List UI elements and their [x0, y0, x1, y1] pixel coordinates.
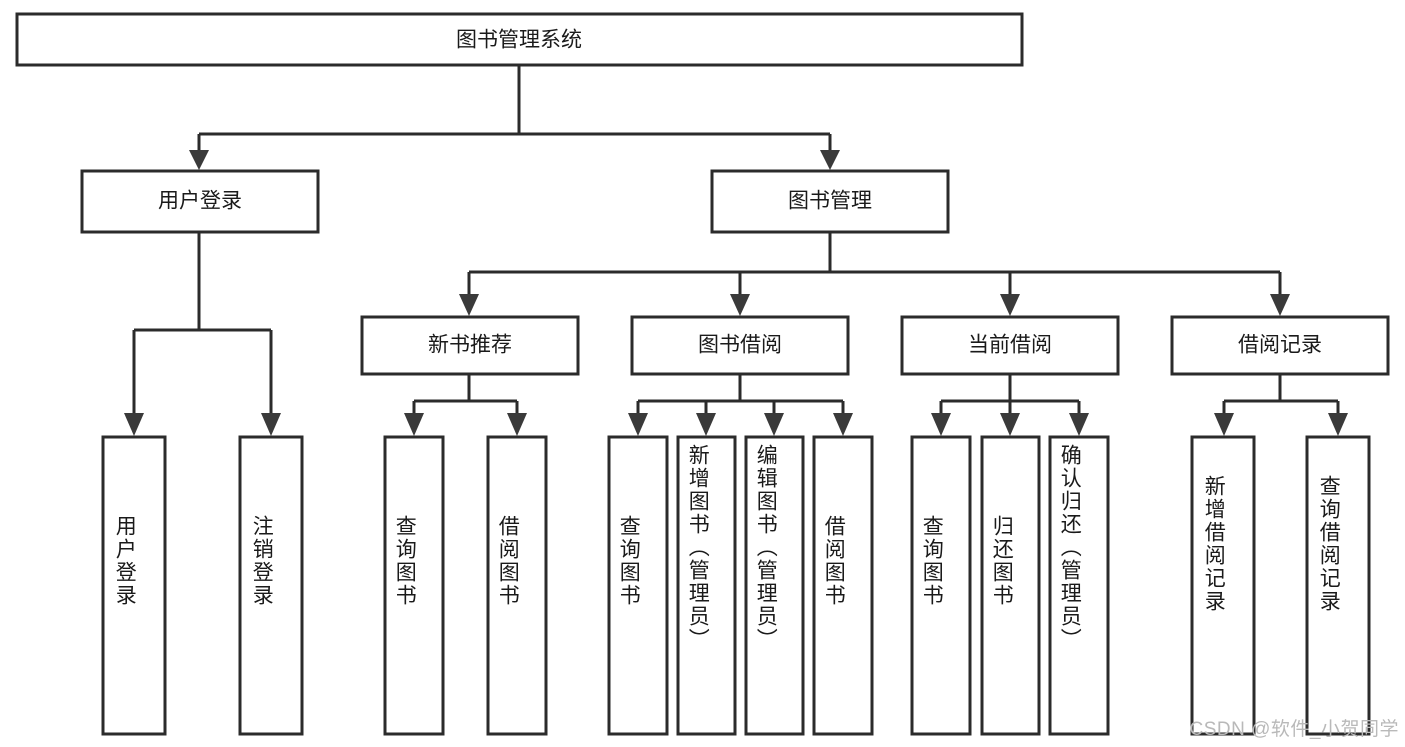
- leaf-box-borrow-book-1[interactable]: [486, 435, 548, 736]
- node-new-book-recommend[interactable]: 新书推荐: [360, 315, 580, 376]
- arrow-head-record: [1270, 294, 1290, 316]
- arrow-head-newbook-leaf2: [507, 413, 527, 436]
- arrow-head-borrow-leaf3: [764, 413, 784, 436]
- connector-layer: [124, 64, 1348, 436]
- node-user-login-label: 用户登录: [158, 190, 242, 213]
- leaf-box-query-book-2[interactable]: [607, 435, 669, 736]
- node-user-login[interactable]: 用户登录: [80, 169, 320, 234]
- node-root-box[interactable]: [15, 12, 1024, 67]
- leaf-box-borrow-book-2[interactable]: [812, 435, 874, 736]
- node-book-management-box[interactable]: [710, 169, 950, 234]
- leaf-box-query-book-3[interactable]: [910, 435, 972, 736]
- node-root-label: 图书管理系统: [456, 29, 582, 52]
- leaf-box-logout[interactable]: [238, 435, 304, 736]
- csdn-watermark: CSDN @软件_小贺同学: [1189, 719, 1399, 740]
- leaf-box-add-book-admin[interactable]: [676, 435, 737, 736]
- node-new-book-recommend-box[interactable]: [360, 315, 580, 376]
- leaf-box-user-login[interactable]: [101, 435, 167, 736]
- leaf-box-add-record[interactable]: [1190, 435, 1256, 736]
- arrow-head-record-leaf2: [1328, 413, 1348, 436]
- node-borrow-record[interactable]: 借阅记录: [1170, 315, 1390, 376]
- arrow-head-newbook-leaf1: [404, 413, 424, 436]
- node-user-login-box[interactable]: [80, 169, 320, 234]
- arrow-head-current-leaf2: [1000, 413, 1020, 436]
- leaf-box-query-record[interactable]: [1305, 435, 1371, 736]
- arrow-head-book-mgmt: [820, 150, 840, 170]
- node-borrow-record-box[interactable]: [1170, 315, 1390, 376]
- arrow-head-leaf-user-login: [124, 413, 144, 436]
- leaf-box-layer: [101, 435, 1371, 736]
- node-current-borrow[interactable]: 当前借阅: [900, 315, 1120, 376]
- arrow-head-record-leaf1: [1214, 413, 1234, 436]
- arrow-head-user-login: [189, 150, 209, 170]
- arrow-head-leaf-logout: [261, 413, 281, 436]
- arrow-head-borrow-leaf2: [696, 413, 716, 436]
- node-new-book-recommend-label: 新书推荐: [428, 334, 512, 357]
- arrow-head-newbook: [459, 294, 479, 316]
- arrow-head-current-leaf3: [1069, 413, 1089, 436]
- node-book-management-label: 图书管理: [788, 190, 872, 213]
- arrow-head-borrow-leaf4: [833, 413, 853, 436]
- node-borrow-record-label: 借阅记录: [1238, 334, 1322, 357]
- node-book-borrow-label: 图书借阅: [698, 334, 782, 357]
- arrow-head-borrow-leaf1: [628, 413, 648, 436]
- arrow-head-current: [1000, 294, 1020, 316]
- arrow-head-borrow: [730, 294, 750, 316]
- node-root[interactable]: 图书管理系统: [15, 12, 1024, 67]
- node-book-borrow-box[interactable]: [630, 315, 850, 376]
- leaf-box-return-book[interactable]: [980, 435, 1041, 736]
- node-book-management[interactable]: 图书管理: [710, 169, 950, 234]
- node-book-borrow[interactable]: 图书借阅: [630, 315, 850, 376]
- leaf-box-edit-book-admin[interactable]: [744, 435, 805, 736]
- arrow-head-current-leaf1: [931, 413, 951, 436]
- leaf-box-confirm-return[interactable]: [1048, 435, 1110, 736]
- node-current-borrow-box[interactable]: [900, 315, 1120, 376]
- leaf-box-query-book-1[interactable]: [383, 435, 445, 736]
- node-current-borrow-label: 当前借阅: [968, 334, 1052, 357]
